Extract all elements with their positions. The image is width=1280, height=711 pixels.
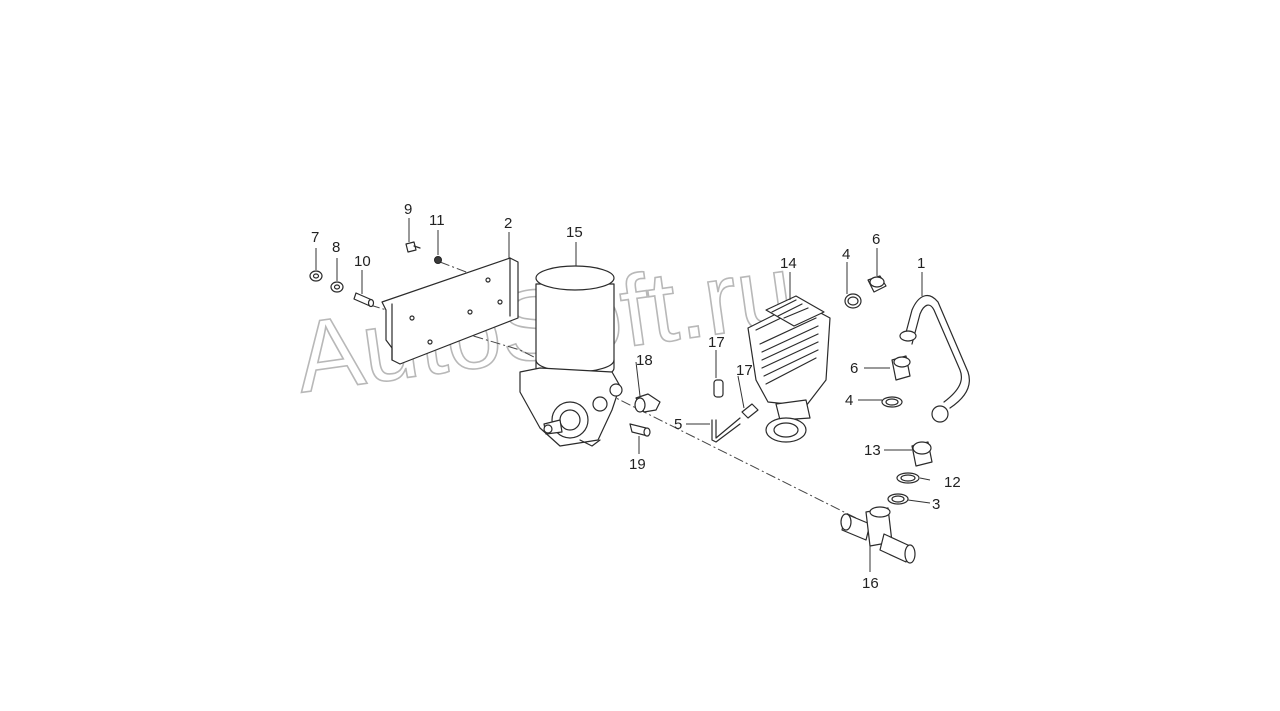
part-6-union-mid: [891, 355, 911, 381]
label-16: 16: [862, 575, 879, 592]
label-3: 3: [932, 496, 940, 513]
part-13-union: [911, 441, 933, 467]
part-12-seal: [896, 472, 920, 484]
part-17-connector: [713, 379, 724, 398]
label-2: 2: [504, 215, 512, 232]
part-18-elbow-fitting: [634, 393, 661, 413]
part-7-nut: [309, 270, 323, 282]
part-17-connector-right: [741, 403, 759, 419]
part-10-spacer: [353, 292, 375, 308]
part-14-compressor: [747, 295, 831, 443]
part-8-washer: [330, 281, 344, 293]
label-11: 11: [429, 212, 445, 229]
part-11-nut: [434, 256, 442, 264]
label-14: 14: [780, 255, 797, 272]
part-6-union: [867, 275, 887, 293]
part-9-bolt: [405, 241, 421, 253]
label-12: 12: [944, 474, 961, 491]
part-4-seal-ring: [844, 293, 862, 309]
part-16-tee-fitting: [840, 506, 916, 564]
label-18: 18: [636, 352, 653, 369]
label-8: 8: [332, 239, 340, 256]
label-1: 1: [917, 255, 925, 272]
label-7: 7: [311, 229, 319, 246]
label-5: 5: [674, 416, 682, 433]
label-6-mid: 6: [850, 360, 858, 377]
label-15: 15: [566, 224, 583, 241]
label-4-mid: 4: [845, 392, 853, 409]
label-6-top: 6: [872, 231, 880, 248]
part-labels: 7 8 10 9 11 2 15 14 4 6 1 6 4 13 12 3 16…: [311, 201, 961, 592]
part-3-seal: [887, 493, 909, 505]
label-13: 13: [864, 442, 881, 459]
part-2-bracket: [381, 257, 519, 365]
part-19-fitting: [629, 423, 651, 437]
leader-lines: [315, 218, 931, 572]
part-1-pipe: [899, 294, 971, 423]
label-9: 9: [404, 201, 412, 218]
part-5-hose: [711, 417, 741, 443]
part-15-air-dryer: [519, 265, 623, 447]
label-19: 19: [629, 456, 646, 473]
label-17-right: 17: [736, 362, 753, 379]
label-4-top: 4: [842, 246, 850, 263]
label-17-left: 17: [708, 334, 725, 351]
part-4-seal-ring-mid: [881, 396, 903, 408]
label-10: 10: [354, 253, 371, 270]
